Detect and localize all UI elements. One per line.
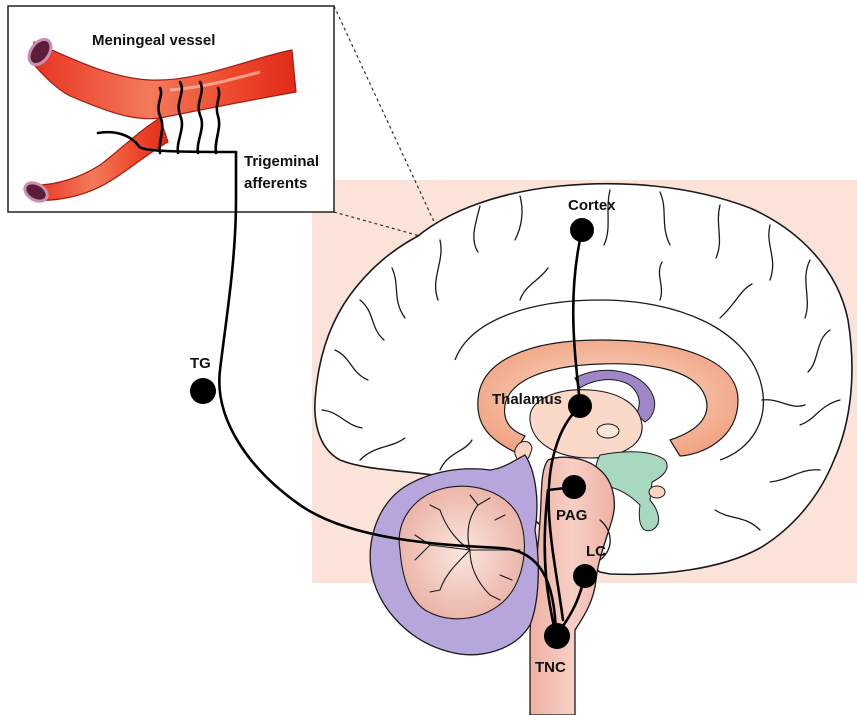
tg-label: TG [190, 355, 211, 372]
brain-sagittal [315, 184, 852, 715]
lc-label: LC [586, 543, 606, 560]
afferents-label-line1: Trigeminal [244, 153, 319, 170]
lc-node [573, 564, 597, 588]
cortex-label: Cortex [568, 197, 616, 214]
thalamus-node [568, 394, 592, 418]
thalamus-label: Thalamus [492, 391, 562, 408]
tg-node [190, 378, 216, 404]
cortex-node [570, 218, 594, 242]
cerebellum-inner [399, 486, 524, 618]
pineal-body [649, 486, 665, 498]
pag-label: PAG [556, 507, 587, 524]
tnc-label: TNC [535, 659, 566, 676]
interthalamic-adhesion [597, 424, 619, 438]
inset-title: Meningeal vessel [92, 32, 215, 49]
pag-node [562, 475, 586, 499]
afferents-label-line2: afferents [244, 175, 307, 192]
tnc-node [544, 623, 570, 649]
